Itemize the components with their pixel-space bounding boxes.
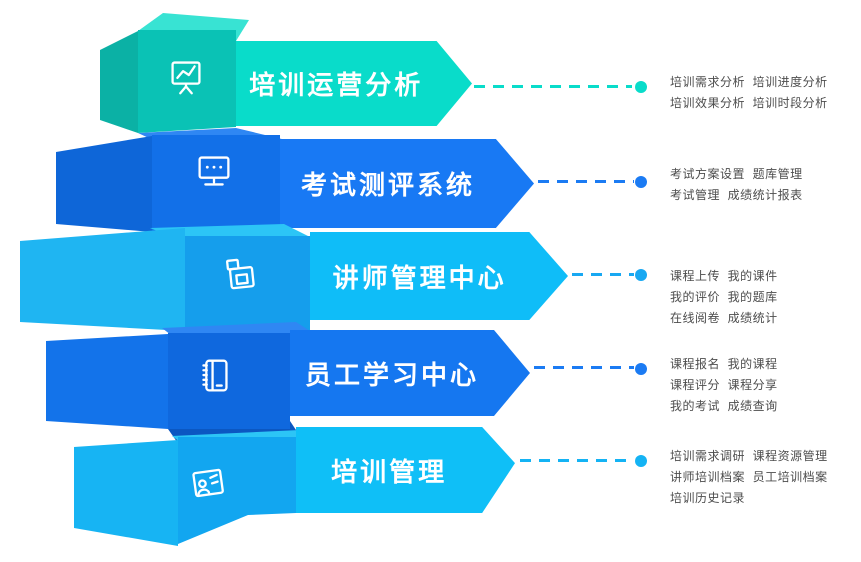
banner-title: 员工学习中心 [304,359,479,390]
feature-line: 培训效果分析 培训时段分析 [670,96,828,110]
feature-line: 课程报名 我的课程 [670,357,778,371]
idcard-person-icon [192,468,224,498]
feature-line: 培训需求调研 课程资源管理 [670,449,828,463]
block-left-face [100,31,138,133]
banner-arrow: 讲师管理中心 [310,232,568,320]
block-front-face [185,236,310,331]
dotted-connector [572,273,634,276]
block-left-face [20,228,185,331]
banner-title: 培训管理 [331,456,448,487]
block-left-face [74,440,178,546]
presentation-chart-icon [171,61,201,95]
banner-title: 培训运营分析 [249,70,424,100]
dotted-connector [520,459,634,462]
banner-title: 讲师管理中心 [332,262,507,293]
feature-line: 考试管理 成绩统计报表 [670,188,803,202]
banner-arrow: 考试测评系统 [280,139,534,228]
podium-icon [226,258,255,290]
connector-dot [635,269,647,281]
block-left-face [56,136,152,232]
feature-line: 我的考试 成绩查询 [670,399,778,413]
block-front-face [168,333,290,429]
feature-line: 培训需求分析 培训进度分析 [670,75,828,89]
connector-dot [635,455,647,467]
feature-line: 在线阅卷 成绩统计 [670,311,778,325]
feature-list: 培训需求调研 课程资源管理 讲师培训档案 员工培训档案 培训历史记录 [670,446,861,509]
banner-arrow: 员工学习中心 [290,330,530,416]
block-front-face [178,437,296,544]
dotted-connector [538,180,634,183]
connector-dot [635,176,647,188]
feature-list: 培训需求分析 培训进度分析 培训效果分析 培训时段分析 [670,72,861,114]
dotted-connector [534,366,634,369]
monitor-icon [198,156,230,186]
feature-line: 课程上传 我的课件 [670,269,778,283]
connector-dot [635,81,647,93]
feature-list: 考试方案设置 题库管理 考试管理 成绩统计报表 [670,164,861,206]
block-left-face [46,334,168,429]
banner-arrow: 培训管理 [296,427,515,513]
feature-line: 讲师培训档案 员工培训档案 [670,470,828,484]
feature-line: 课程评分 课程分享 [670,378,778,392]
banner-title: 考试测评系统 [300,170,475,200]
notebook-icon [202,359,228,392]
feature-line: 考试方案设置 题库管理 [670,167,803,181]
feature-list: 课程上传 我的课件 我的评价 我的题库 在线阅卷 成绩统计 [670,266,861,329]
banner-arrow: 培训运营分析 [236,41,472,126]
block-front-face [152,135,280,233]
feature-line: 我的评价 我的题库 [670,290,778,304]
feature-line: 培训历史记录 [670,491,746,505]
dotted-connector [474,85,632,88]
connector-dot [635,363,647,375]
feature-list: 课程报名 我的课程 课程评分 课程分享 我的考试 成绩查询 [670,354,861,417]
block-front-face [138,30,236,133]
